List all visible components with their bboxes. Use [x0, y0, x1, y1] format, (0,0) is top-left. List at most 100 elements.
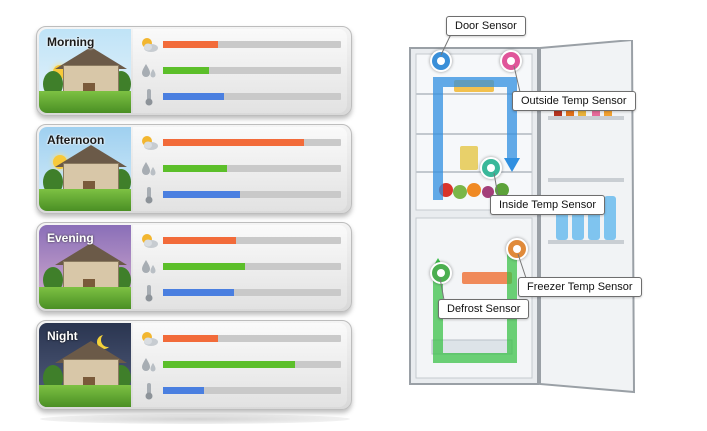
humidity-drops-icon [139, 355, 159, 375]
level-track [163, 93, 341, 100]
level-row [137, 379, 343, 403]
humidity-drops-icon [139, 257, 159, 277]
tree [43, 267, 63, 293]
outside-temp-sensor-label: Outside Temp Sensor [512, 91, 636, 111]
level-row [137, 183, 343, 207]
level-row [137, 157, 343, 181]
outside-temp-sensor-icon [500, 50, 522, 72]
panel-evening: Evening [36, 222, 352, 312]
scene-illustration [39, 225, 131, 309]
door-shelf [548, 240, 624, 244]
weather-icon [139, 329, 159, 349]
tree [43, 365, 63, 391]
level-track [163, 335, 341, 342]
level-track [163, 387, 341, 394]
grass [39, 91, 131, 113]
grass [39, 189, 131, 211]
door-shelf [548, 116, 624, 120]
thermometer-level-bar [163, 93, 224, 100]
level-bars [133, 225, 347, 309]
level-row [137, 327, 343, 351]
temperature-level-bar [163, 335, 219, 342]
thermometer-level-bar [163, 191, 240, 198]
level-track [163, 41, 341, 48]
level-row [137, 59, 343, 83]
humidity-level-bar [163, 361, 295, 368]
level-track [163, 289, 341, 296]
level-track [163, 139, 341, 146]
humidity-drops-icon [139, 159, 159, 179]
panel-label: Evening [47, 231, 94, 245]
scene-illustration [39, 323, 131, 407]
level-row [137, 229, 343, 253]
thermometer-level-bar [163, 387, 204, 394]
defrost-sensor-icon [430, 262, 452, 284]
humidity-level-bar [163, 165, 228, 172]
inside-temp-sensor-label: Inside Temp Sensor [490, 195, 606, 215]
temperature-level-bar [163, 41, 219, 48]
thermometer-icon [139, 381, 159, 401]
thermometer-icon [139, 283, 159, 303]
thermometer-icon [139, 185, 159, 205]
door-shelf [548, 178, 624, 182]
level-row [137, 281, 343, 305]
freezer-temp-sensor-icon [506, 238, 528, 260]
level-track [163, 237, 341, 244]
panel-night: Night [36, 320, 352, 410]
level-row [137, 33, 343, 57]
inside-temp-sensor-icon [480, 157, 502, 179]
freezer-drawer [431, 339, 513, 355]
temperature-level-bar [163, 139, 304, 146]
weather-icon [139, 133, 159, 153]
panel-afternoon: Afternoon [36, 124, 352, 214]
fridge-door [539, 38, 636, 394]
freezer-temp-sensor-label: Freezer Temp Sensor [518, 277, 642, 297]
house-roof [55, 145, 127, 167]
frozen-item [462, 272, 512, 284]
food-item [453, 185, 467, 199]
floor-shadow [40, 414, 350, 424]
humidity-level-bar [163, 67, 210, 74]
grass [39, 385, 131, 407]
level-row [137, 85, 343, 109]
level-row [137, 255, 343, 279]
level-row [137, 131, 343, 155]
level-track [163, 67, 341, 74]
water-bottle [604, 196, 616, 240]
food-item [467, 183, 481, 197]
panel-label: Night [47, 329, 78, 343]
grass [39, 287, 131, 309]
level-track [163, 165, 341, 172]
tree [43, 71, 63, 97]
humidity-drops-icon [139, 61, 159, 81]
house-roof [55, 341, 127, 363]
level-track [163, 263, 341, 270]
scene-illustration [39, 127, 131, 211]
level-track [163, 361, 341, 368]
thermometer-level-bar [163, 289, 235, 296]
humidity-level-bar [163, 263, 245, 270]
level-bars [133, 29, 347, 113]
house-roof [55, 47, 127, 69]
level-bars [133, 127, 347, 211]
food-item [460, 146, 478, 170]
temperature-level-bar [163, 237, 236, 244]
door-sensor-icon [430, 50, 452, 72]
panel-label: Morning [47, 35, 95, 49]
food-item [495, 183, 509, 197]
weather-icon [139, 35, 159, 55]
thermometer-icon [139, 87, 159, 107]
panel-morning: Morning [36, 26, 352, 116]
level-track [163, 191, 341, 198]
panel-label: Afternoon [47, 133, 105, 147]
defrost-sensor-label: Defrost Sensor [438, 299, 530, 319]
tree [43, 169, 63, 195]
house-roof [55, 243, 127, 265]
scene-illustration [39, 29, 131, 113]
weather-icon [139, 231, 159, 251]
level-row [137, 353, 343, 377]
door-sensor-label: Door Sensor [446, 16, 526, 36]
fridge-airflow-arrow [433, 77, 517, 200]
level-bars [133, 323, 347, 407]
fridge-airflow-arrowhead [504, 158, 520, 172]
